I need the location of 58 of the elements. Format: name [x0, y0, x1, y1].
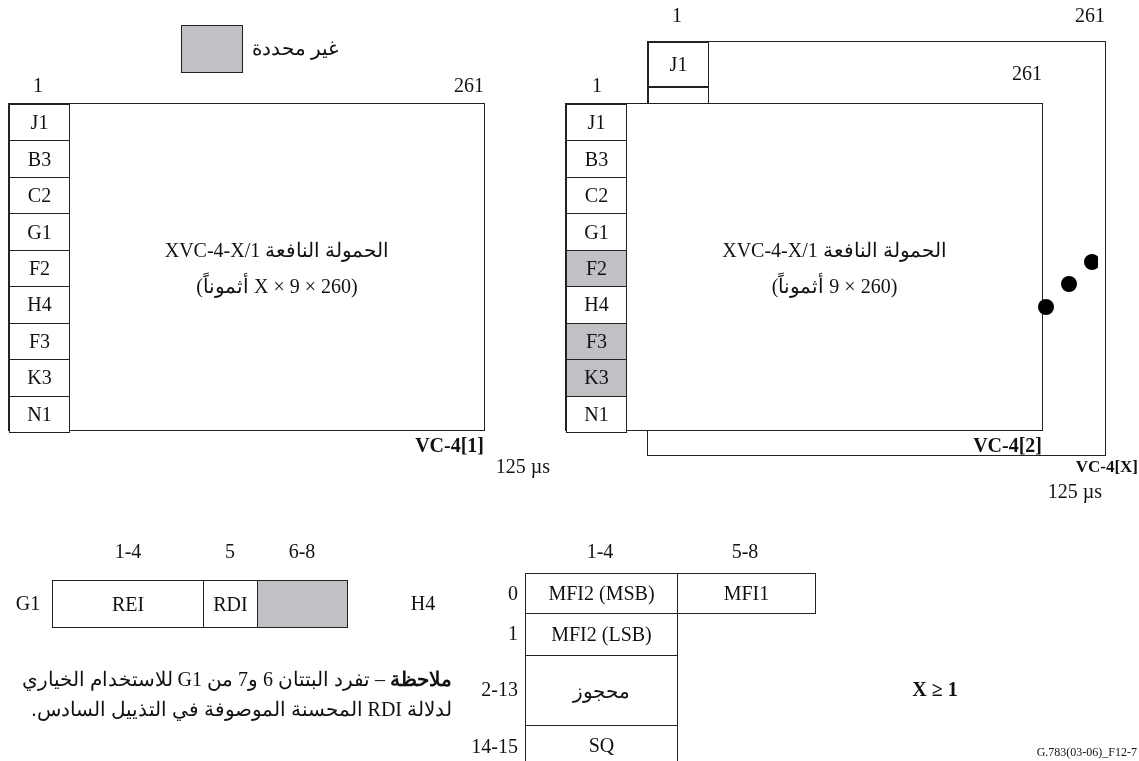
byte-cell: F2 [9, 249, 70, 288]
byte-cell: REI [52, 580, 204, 628]
payload-text: (260 × 9 × X أثموناً) [196, 268, 358, 304]
byte-name: G1 [15, 592, 41, 615]
period-label: 125 µs [1047, 480, 1103, 503]
byte-name: H4 [410, 592, 436, 615]
byte-cell: G1 [566, 213, 627, 251]
legend-text: غير محددة [252, 36, 338, 60]
column-number: 1 [672, 4, 682, 27]
byte-cell: F3 [566, 322, 627, 361]
period-label: 125 µs [495, 455, 551, 478]
frame-name: VC-4[1] [415, 434, 484, 457]
bit-range: 5 [225, 540, 235, 563]
bit-range: 1-4 [586, 540, 614, 563]
column-number: 261 [1012, 62, 1042, 85]
byte-cell: MFI2 (LSB) [525, 613, 678, 656]
bit-range: 6-8 [288, 540, 316, 563]
byte-cell: SQ [525, 725, 678, 761]
byte-cell: H4 [9, 286, 70, 324]
frame-box [8, 103, 485, 431]
byte-cell: N1 [566, 395, 627, 433]
byte-cell: H4 [566, 286, 627, 324]
column-number: 261 [454, 74, 484, 97]
byte-cell: J1 [648, 42, 709, 87]
condition-label: X ≥ 1 [912, 678, 958, 701]
byte-cell: J1 [9, 104, 70, 142]
frame-number: 2-13 [481, 678, 518, 701]
byte-cell: B3 [9, 140, 70, 178]
byte-cell: MFI2 (MSB) [525, 573, 678, 614]
frame-number: 0 [508, 582, 518, 605]
figure-id: G.783(03-06)_F12-7 [1036, 745, 1137, 760]
payload-text: الحمولة النافعة 1/XVC-4-X [722, 238, 947, 264]
byte-cell: G1 [9, 213, 70, 251]
frame-number: 14-15 [471, 735, 518, 758]
byte-cell: N1 [9, 395, 70, 433]
byte-cell: RDI [203, 580, 258, 628]
byte-cell: F2 [566, 249, 627, 288]
byte-cell: C2 [9, 176, 70, 215]
byte-cell: F3 [9, 322, 70, 361]
payload-text: الحمولة النافعة 1/XVC-4-X [164, 238, 390, 264]
frame-name: VC-4[X] [1075, 457, 1138, 477]
byte-cell: B3 [566, 140, 627, 178]
frame-name: VC-4[2] [973, 434, 1042, 457]
bit-range: 1-4 [114, 540, 142, 563]
byte-cell: محجوز [525, 655, 678, 726]
column-number: 1 [33, 74, 43, 97]
byte-cell: C2 [566, 176, 627, 215]
column-number: 261 [1075, 4, 1105, 27]
frame-number: 1 [508, 622, 518, 645]
byte-cell: K3 [9, 359, 70, 397]
byte-cell: K3 [566, 359, 627, 397]
frame-box [565, 103, 1043, 431]
note-text: ملاحظة – تفرد البتتان 6 و7 من G1 للاستخدام الخياري لدلالة RDI المحسنة الموصوفة في التذييل السادس. [20, 667, 452, 723]
column-number: 1 [592, 74, 602, 97]
byte-cell: J1 [566, 104, 627, 142]
byte-cell: MFI1 [677, 573, 816, 614]
bit-range: 5-8 [731, 540, 759, 563]
payload-text: (260 × 9 أثموناً) [771, 268, 898, 304]
